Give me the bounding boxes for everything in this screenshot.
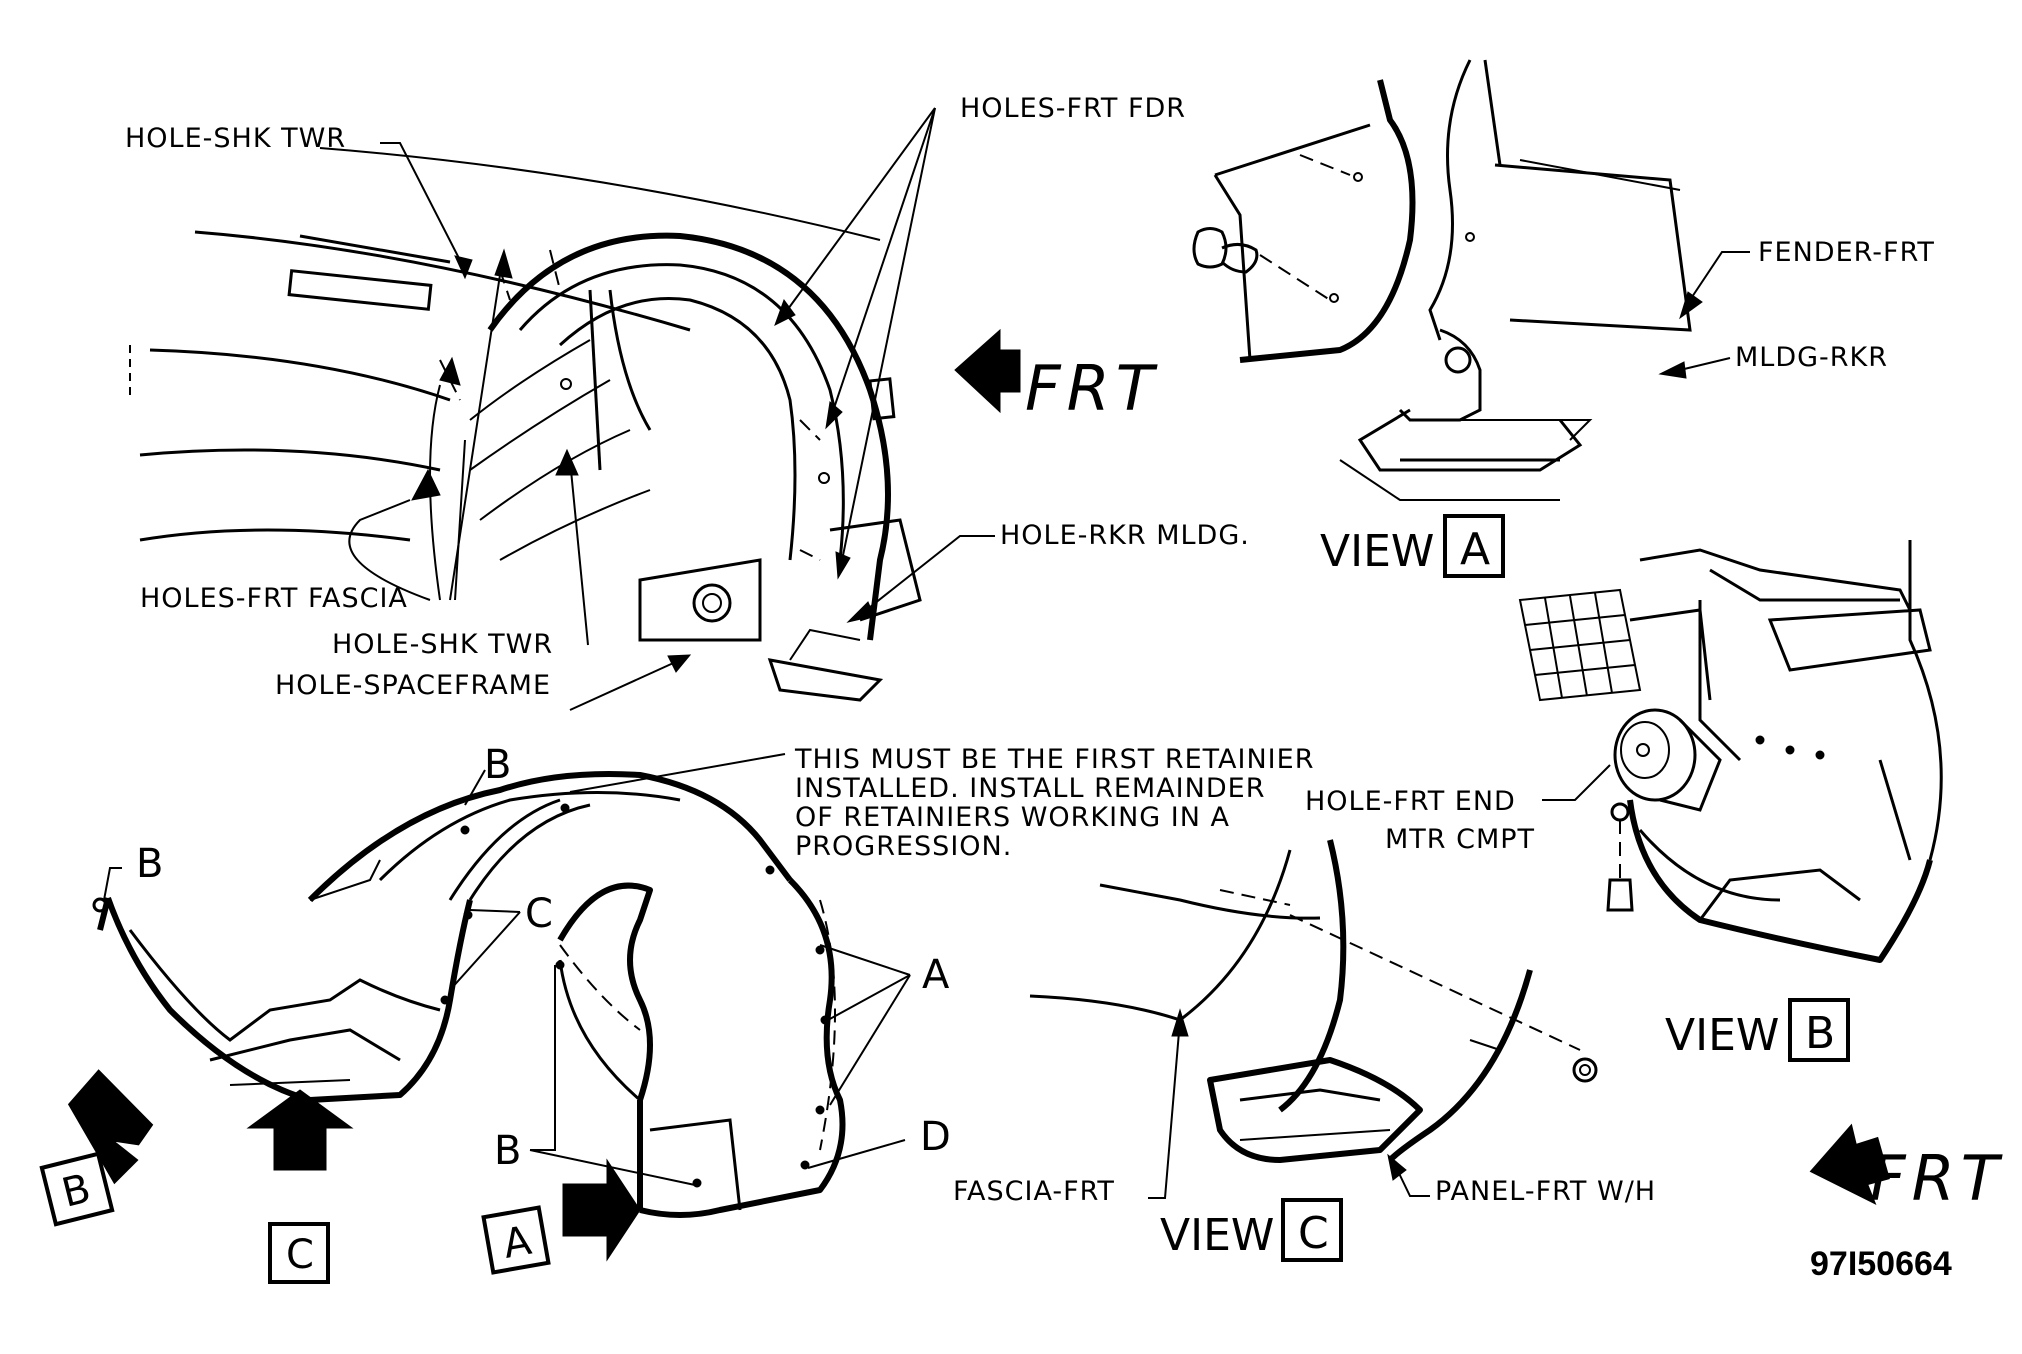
- label-hole-shk-twr-top: HOLE-SHK TWR: [125, 123, 346, 154]
- view-a-word: VIEW: [1320, 526, 1434, 577]
- arrow-c-box: C: [268, 1222, 330, 1284]
- figure-number: 97I50664: [1810, 1245, 1952, 1283]
- view-a-box: [1443, 514, 1505, 578]
- view-b-box: [1788, 998, 1850, 1062]
- view-c-drawing: [1029, 839, 1598, 1199]
- note-line-1: THIS MUST BE THE FIRST RETAINIER: [794, 744, 1314, 775]
- text-labels: HOLE-SHK TWR HOLES-FRT FDR HOLES-FRT FAS…: [125, 93, 2005, 1283]
- view-a-drawing: [1192, 59, 1750, 501]
- label-holes-frt-fdr: HOLES-FRT FDR: [960, 93, 1186, 124]
- callout-a: A: [922, 952, 950, 998]
- callout-b-bottom: B: [494, 1128, 521, 1174]
- note-line-3: OF RETAINIERS WORKING IN A: [795, 802, 1230, 833]
- view-c-word: VIEW: [1160, 1210, 1274, 1261]
- label-hole-frt-end-line2: MTR CMPT: [1385, 824, 1535, 855]
- callout-b-left: B: [136, 841, 163, 887]
- view-c-letter: C: [1298, 1208, 1329, 1259]
- main-leader-lines: [348, 107, 995, 711]
- svg-text:C: C: [286, 1232, 314, 1278]
- view-c-box: [1281, 1198, 1343, 1262]
- callout-letters: B B C A B D: [136, 742, 951, 1174]
- view-a-letter: A: [1460, 524, 1490, 575]
- label-fascia-frt: FASCIA-FRT: [953, 1176, 1115, 1207]
- label-hole-spaceframe: HOLE-SPACEFRAME: [275, 670, 551, 701]
- front-arrow-top: FRT: [954, 328, 1160, 425]
- front-arrow-bottom: [1809, 1123, 1890, 1205]
- note-line-2: INSTALLED. INSTALL REMAINDER: [795, 773, 1265, 804]
- view-b-drawing: [1518, 540, 1943, 963]
- view-c-label: VIEW C: [1160, 1198, 1343, 1262]
- label-hole-frt-end-line1: HOLE-FRT END: [1305, 786, 1516, 817]
- inner-liner-drawing: [92, 753, 911, 1218]
- callout-d: D: [920, 1114, 951, 1160]
- callout-b-top: B: [484, 742, 511, 788]
- frt-label-top: FRT: [1025, 352, 1160, 425]
- view-b-label: VIEW B: [1665, 998, 1850, 1062]
- label-holes-frt-fascia: HOLES-FRT FASCIA: [140, 583, 408, 614]
- label-hole-shk-twr-bottom: HOLE-SHK TWR: [332, 629, 553, 660]
- label-hole-rkr-mldg: HOLE-RKR MLDG.: [1000, 520, 1250, 551]
- arrow-a-box: A: [481, 1205, 551, 1275]
- note-line-4: PROGRESSION.: [795, 831, 1012, 862]
- view-b-word: VIEW: [1665, 1010, 1779, 1061]
- callout-c: C: [525, 891, 553, 937]
- view-arrows-lower-left: [67, 1069, 641, 1262]
- label-panel-frt-wh: PANEL-FRT W/H: [1435, 1176, 1656, 1207]
- label-fender-frt: FENDER-FRT: [1758, 237, 1935, 268]
- view-b-letter: B: [1805, 1008, 1835, 1059]
- wheelhouse-assembly-drawing: [129, 147, 922, 702]
- view-a-label: VIEW A: [1320, 514, 1505, 578]
- label-mldg-rkr: MLDG-RKR: [1735, 342, 1888, 373]
- arrow-b-box: B: [39, 1151, 115, 1227]
- frt-label-bottom: FRT: [1870, 1142, 2005, 1215]
